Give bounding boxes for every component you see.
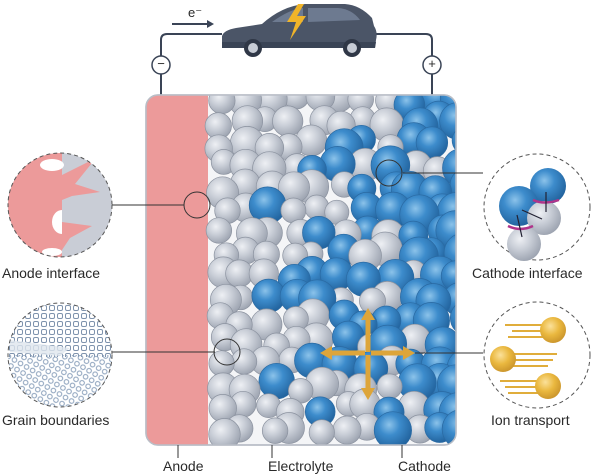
ion-transport-label: Ion transport	[491, 412, 570, 428]
electrolyte-particle	[230, 348, 258, 375]
electrolyte-particle	[225, 259, 254, 288]
ion-transport-arrows	[320, 308, 415, 400]
cathode-particle	[441, 409, 456, 445]
anode-interface-label: Anode interface	[2, 265, 101, 281]
external-circuit	[160, 20, 433, 96]
electrolyte-particle	[208, 418, 241, 445]
cathode-interface-inset	[483, 153, 591, 261]
electrolyte-particle	[205, 217, 233, 244]
battery-cell	[145, 94, 457, 446]
ion-exchange-arrows	[516, 192, 547, 238]
positive-terminal-label: +	[428, 56, 436, 71]
cathode-particle	[451, 126, 456, 155]
electrolyte-particle	[332, 415, 362, 445]
electron-label: e⁻	[188, 5, 203, 20]
cathode-particle	[373, 411, 412, 445]
electrolyte-particle	[208, 95, 236, 115]
cathode-interface-label: Cathode interface	[472, 265, 583, 281]
electrolyte-label: Electrolyte	[268, 458, 334, 474]
ion-transport-inset	[483, 301, 591, 409]
electrolyte-particle	[376, 373, 403, 400]
particles	[204, 95, 456, 445]
anode-label: Anode	[163, 458, 204, 474]
cathode-particle	[440, 260, 456, 292]
callout-leaders	[112, 159, 483, 458]
grain-boundaries-label: Grain boundaries	[2, 412, 110, 428]
positive-terminal-icon	[422, 55, 442, 75]
negative-terminal-icon	[151, 55, 171, 75]
electrolyte-particle	[308, 419, 335, 445]
electric-car-icon	[222, 4, 377, 57]
electrolyte-particle	[261, 417, 289, 444]
negative-terminal-label: −	[157, 56, 165, 71]
cathode-particle	[449, 299, 456, 337]
grain-boundaries-inset	[7, 302, 113, 408]
cathode-particle	[439, 102, 456, 140]
cathode-label: Cathode	[398, 458, 451, 474]
anode-interface-inset	[7, 152, 113, 258]
anode-layer	[146, 95, 208, 445]
lightning-bolt-icon	[287, 4, 306, 40]
